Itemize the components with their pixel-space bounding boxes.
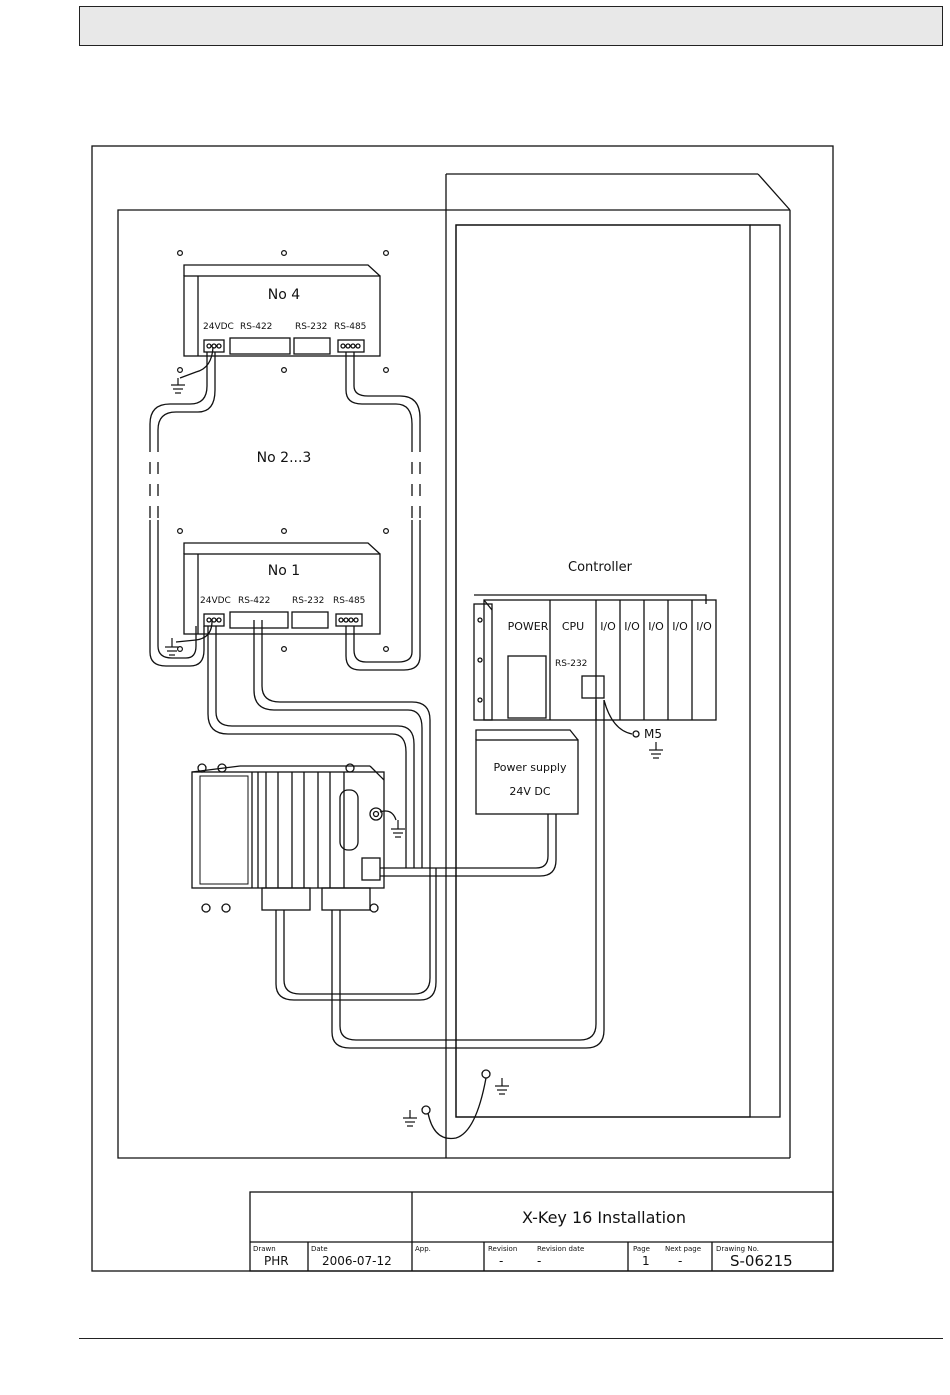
panel-no1-rs422-label: RS-422 (238, 596, 270, 606)
controller-module-io-3: I/O (648, 620, 664, 633)
panel-no1-rs232-label: RS-232 (292, 596, 324, 606)
panel-no1-title: No 1 (268, 563, 300, 579)
power-supply-line2: 24V DC (509, 785, 550, 798)
app-label: App. (415, 1245, 431, 1253)
drawing-frame (92, 146, 833, 1271)
panel-no4-rs422-label: RS-422 (240, 322, 272, 332)
controller-module-io-2: I/O (624, 620, 640, 633)
drawing-no-value: S-06215 (730, 1252, 793, 1270)
date-value: 2006-07-12 (322, 1254, 392, 1268)
panel-no4-rs485-label: RS-485 (334, 322, 366, 332)
panel-no4 (184, 265, 380, 356)
drive-field-cables (276, 700, 604, 1048)
revision-value: - (499, 1254, 503, 1268)
revision-label: Revision (488, 1245, 517, 1253)
controller-module-cpu: CPU (562, 620, 584, 633)
controller-rack (474, 595, 716, 737)
controller-ground-label: M5 (644, 727, 662, 741)
controller-module-io-5: I/O (696, 620, 712, 633)
next-page-label: Next page (665, 1245, 701, 1253)
controller-module-power: POWER (508, 620, 549, 633)
panel-to-drive-cables (208, 620, 430, 868)
panel-no1 (184, 543, 380, 634)
diagram-labels: No 4 24VDC RS-422 RS-232 RS-485 No 2...3… (200, 287, 793, 1270)
controller-title: Controller (568, 560, 633, 575)
revision-date-value: - (537, 1254, 541, 1268)
power-bus-cable (150, 352, 215, 666)
panel-no4-rs232-label: RS-232 (295, 322, 327, 332)
next-page-value: - (678, 1254, 682, 1268)
panel-no4-24vdc-label: 24VDC (203, 322, 234, 332)
drawing-title: X-Key 16 Installation (522, 1208, 686, 1227)
power-supply-line1: Power supply (494, 761, 567, 774)
drawn-label: Drawn (253, 1245, 276, 1253)
drive-unit (192, 764, 384, 912)
panel-no1-24vdc-label: 24VDC (200, 596, 231, 606)
controller-module-io-1: I/O (600, 620, 616, 633)
panel-no1-rs485-label: RS-485 (333, 596, 365, 606)
controller-rs232-label: RS-232 (555, 659, 587, 669)
panels-no2-3-label: No 2...3 (257, 450, 312, 466)
controller-module-io-4: I/O (672, 620, 688, 633)
panel-no4-title: No 4 (268, 287, 300, 303)
revision-date-label: Revision date (537, 1245, 584, 1253)
ground-wire-no1 (176, 621, 212, 642)
page-label: Page (633, 1245, 650, 1253)
date-label: Date (311, 1245, 328, 1253)
drawn-value: PHR (264, 1254, 289, 1268)
page-value: 1 (642, 1254, 650, 1268)
